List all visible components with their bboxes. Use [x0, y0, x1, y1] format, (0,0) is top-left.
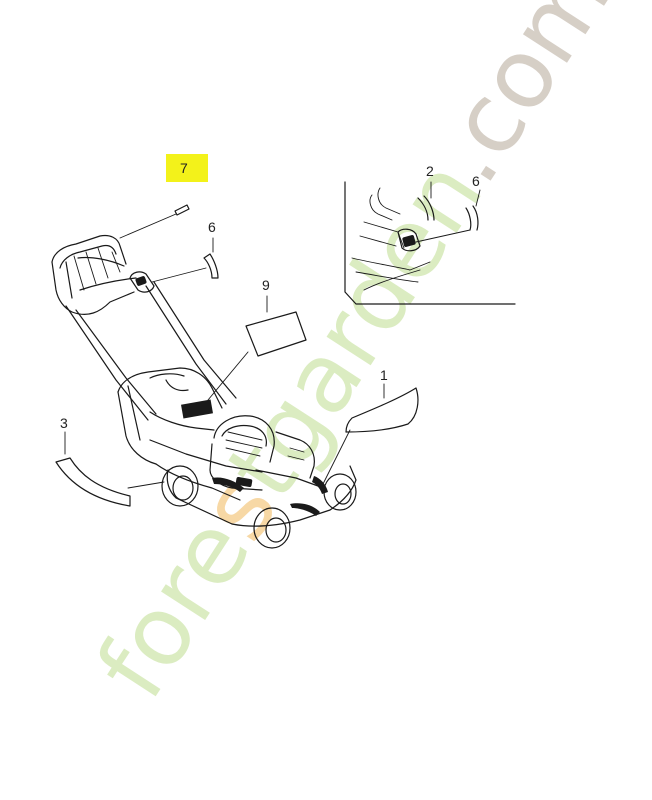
callout-7-highlight: [166, 154, 208, 182]
part-7: 7: [119, 154, 208, 239]
inset-detail: 2 6: [344, 163, 516, 305]
svg-text:forestgarden.com: forestgarden.com: [75, 0, 632, 718]
callout-1: 1: [380, 367, 388, 383]
callout-3: 3: [60, 415, 68, 431]
lawn-mower-drawing: [51, 234, 357, 549]
callout-7: 7: [180, 160, 188, 176]
watermark: forestgarden.com: [75, 0, 632, 718]
callout-6-inset: 6: [472, 173, 480, 189]
watermark-text-3: tgarden: [206, 141, 505, 517]
callout-6: 6: [208, 219, 216, 235]
callout-9: 9: [262, 277, 270, 293]
part-9: 9: [207, 277, 307, 401]
callout-2: 2: [426, 163, 434, 179]
part-3: 3: [55, 415, 165, 507]
part-6: 6: [151, 219, 219, 283]
part-1: 1: [321, 367, 419, 487]
